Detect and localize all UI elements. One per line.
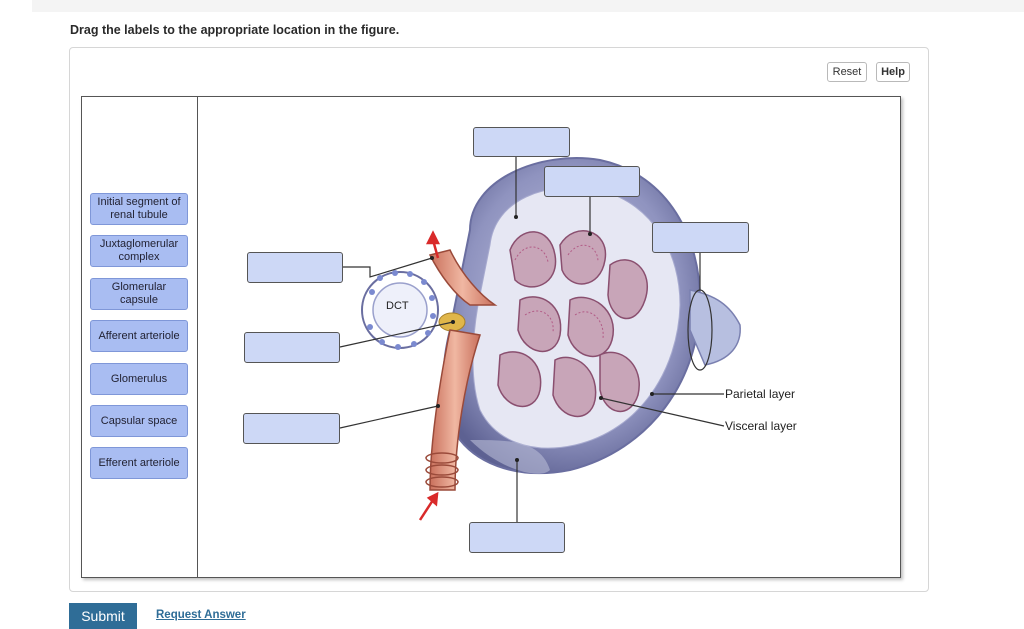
reset-button[interactable]: Reset bbox=[827, 62, 867, 82]
drop-target-6[interactable] bbox=[243, 413, 340, 444]
label-initial-segment[interactable]: Initial segment of renal tubule bbox=[90, 193, 188, 225]
drop-target-5[interactable] bbox=[244, 332, 340, 363]
leader-lines bbox=[339, 157, 725, 522]
help-button[interactable]: Help bbox=[876, 62, 910, 82]
label-efferent-arteriole[interactable]: Efferent arteriole bbox=[90, 447, 188, 479]
parietal-layer-label: Parietal layer bbox=[725, 387, 796, 401]
request-answer-link[interactable]: Request Answer bbox=[156, 609, 246, 621]
label-juxtaglomerular-complex[interactable]: Juxtaglomerular complex bbox=[90, 235, 188, 267]
efferent-arteriole-vessel bbox=[428, 249, 498, 306]
drop-target-1[interactable] bbox=[473, 127, 570, 157]
label-bank-divider bbox=[197, 97, 198, 577]
label-glomerulus[interactable]: Glomerulus bbox=[90, 363, 188, 395]
visceral-layer-label: Visceral layer bbox=[725, 419, 797, 433]
label-afferent-arteriole[interactable]: Afferent arteriole bbox=[90, 320, 188, 352]
dct-nuclei bbox=[367, 270, 436, 350]
instruction-text: Drag the labels to the appropriate locat… bbox=[70, 23, 400, 37]
top-strip bbox=[32, 0, 1024, 12]
initial-segment-tubule bbox=[689, 289, 741, 366]
glomerulus-loops bbox=[497, 230, 648, 417]
drop-target-2[interactable] bbox=[544, 166, 640, 197]
afferent-arteriole-vessel bbox=[429, 329, 481, 491]
flow-arrows bbox=[418, 230, 441, 521]
label-capsular-space[interactable]: Capsular space bbox=[90, 405, 188, 437]
dct-label: DCT bbox=[386, 300, 409, 312]
label-glomerular-capsule[interactable]: Glomerular capsule bbox=[90, 278, 188, 310]
leader-endpoints bbox=[430, 215, 654, 462]
drop-target-3[interactable] bbox=[652, 222, 749, 253]
drop-target-4[interactable] bbox=[247, 252, 343, 283]
submit-button[interactable]: Submit bbox=[69, 603, 137, 629]
podocyte-texture bbox=[514, 244, 604, 339]
drop-target-7[interactable] bbox=[469, 522, 565, 553]
afferent-arteriole-coil bbox=[425, 452, 459, 488]
